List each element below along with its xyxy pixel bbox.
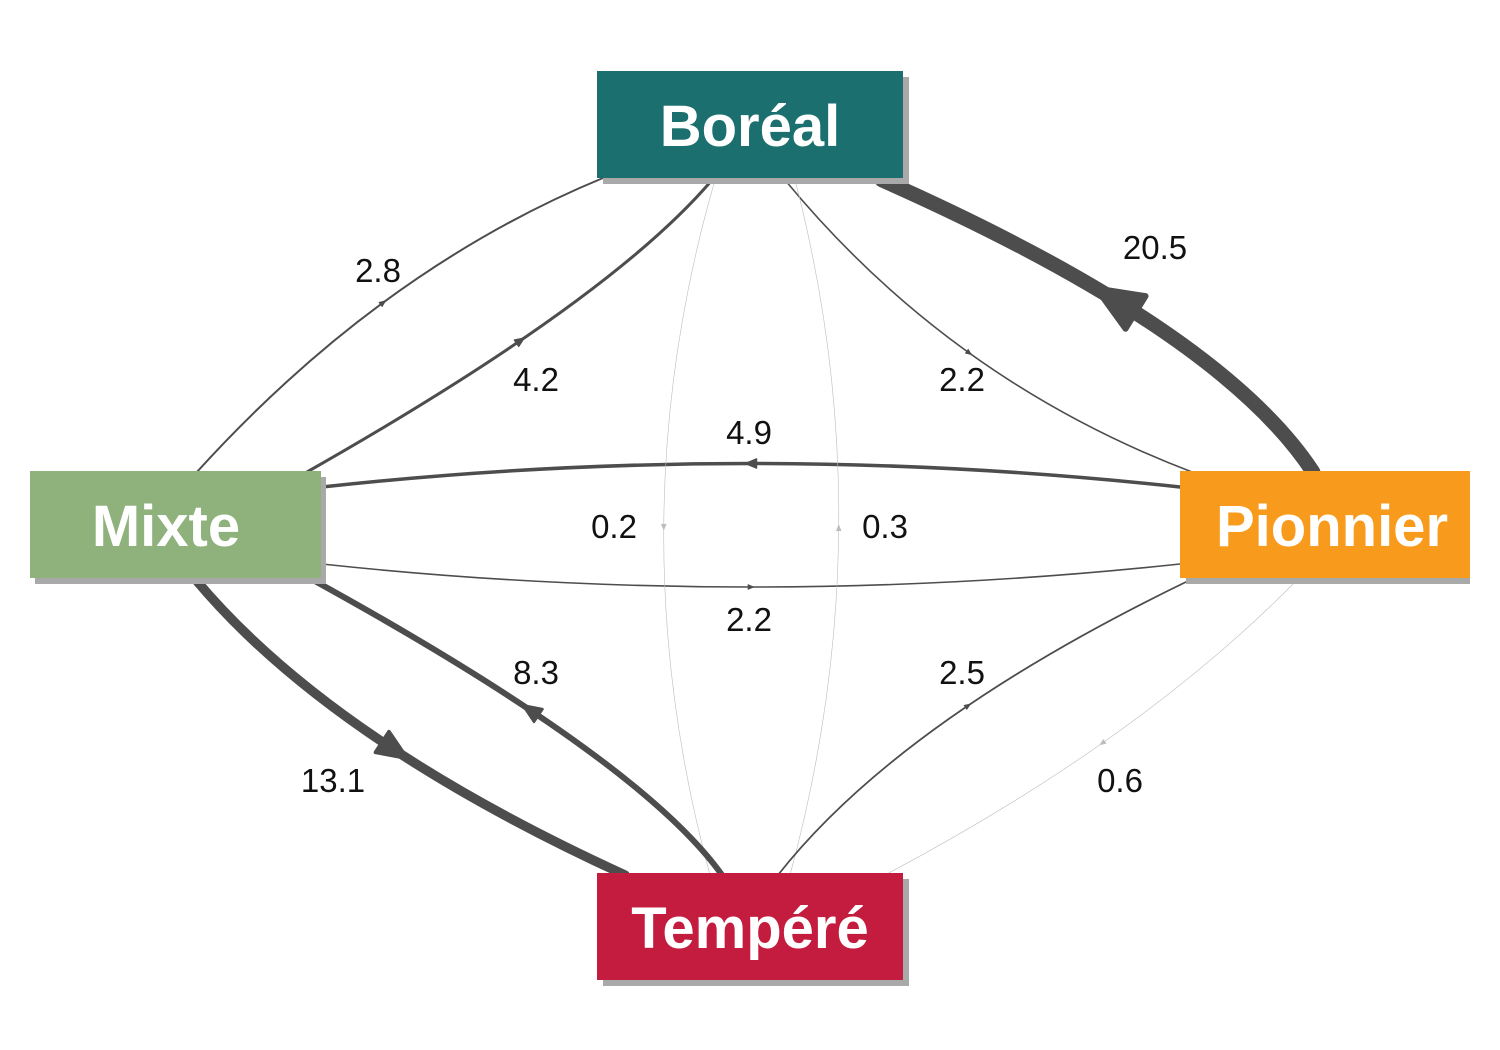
edge-boreal-to-mixte	[305, 178, 714, 474]
edge-tempere-to-mixte	[310, 577, 725, 878]
edge-arrowhead	[661, 523, 667, 531]
edge-pionnier-to-mixte	[320, 461, 1182, 489]
edge-labels: 2.8 4.2 20.5 2.2 4.9 2.2 0.2 0.3 13.1 8.…	[301, 229, 1187, 799]
edge-arrowhead	[378, 300, 386, 308]
edge-mixte-to-boreal	[194, 176, 605, 475]
edge-arrowhead	[373, 729, 409, 760]
edge-label-boreal-to-tempere: 0.2	[591, 508, 637, 545]
edge-label-pionnier-to-boreal: 20.5	[1123, 229, 1187, 266]
edge-arrowhead	[521, 703, 544, 724]
edge-mixte-to-pionnier	[321, 563, 1181, 588]
edge-label-pionnier-to-tempere: 0.6	[1097, 762, 1143, 799]
edge-label-boreal-to-mixte: 4.2	[513, 361, 559, 398]
node-mixte: Mixte	[30, 471, 326, 584]
edge-label-mixte-to-tempere: 13.1	[301, 762, 365, 799]
edge-arrowhead	[964, 348, 972, 356]
edge-pionnier-to-boreal	[874, 172, 1321, 480]
edge-label-tempere-to-pionnier: 2.5	[939, 654, 985, 691]
edge-tempere-to-pionnier	[777, 579, 1191, 876]
edge-arrowhead	[963, 703, 971, 710]
edge-label-tempere-to-boreal: 0.3	[862, 508, 908, 545]
edge-arrowhead	[835, 524, 842, 532]
node-mixte-box	[30, 471, 321, 578]
edge-boreal-to-tempere	[663, 179, 716, 876]
edge-tempere-to-boreal	[789, 179, 840, 876]
node-tempere: Tempéré	[597, 873, 909, 986]
edge-pionnier-to-tempere	[884, 579, 1298, 876]
edge-label-mixte-to-boreal: 2.8	[355, 252, 401, 289]
node-boreal-box	[597, 71, 903, 178]
edge-label-tempere-to-mixte: 8.3	[513, 654, 559, 691]
node-pionnier-box	[1180, 471, 1470, 578]
nodes: Boréal Mixte Pionnier Tempéré	[30, 71, 1470, 986]
edge-arrowhead	[1099, 739, 1107, 746]
edges	[191, 172, 1321, 880]
edge-label-pionnier-to-mixte: 4.9	[726, 414, 772, 451]
edge-arrowhead	[1093, 285, 1149, 332]
edge-mixte-to-tempere	[191, 575, 630, 880]
node-mixte-label: Mixte	[92, 494, 240, 559]
edge-arrowhead	[744, 458, 758, 469]
node-boreal-label: Boréal	[660, 94, 841, 159]
node-tempere-label: Tempéré	[631, 896, 868, 961]
node-boreal: Boréal	[597, 71, 909, 184]
edge-arrowhead	[513, 337, 525, 348]
edge-arrowhead	[747, 584, 755, 590]
edge-label-boreal-to-pionnier: 2.2	[939, 361, 985, 398]
node-tempere-box	[597, 873, 903, 980]
edge-label-mixte-to-pionnier: 2.2	[726, 601, 772, 638]
node-pionnier: Pionnier	[1180, 471, 1470, 584]
node-pionnier-label: Pionnier	[1216, 494, 1448, 559]
